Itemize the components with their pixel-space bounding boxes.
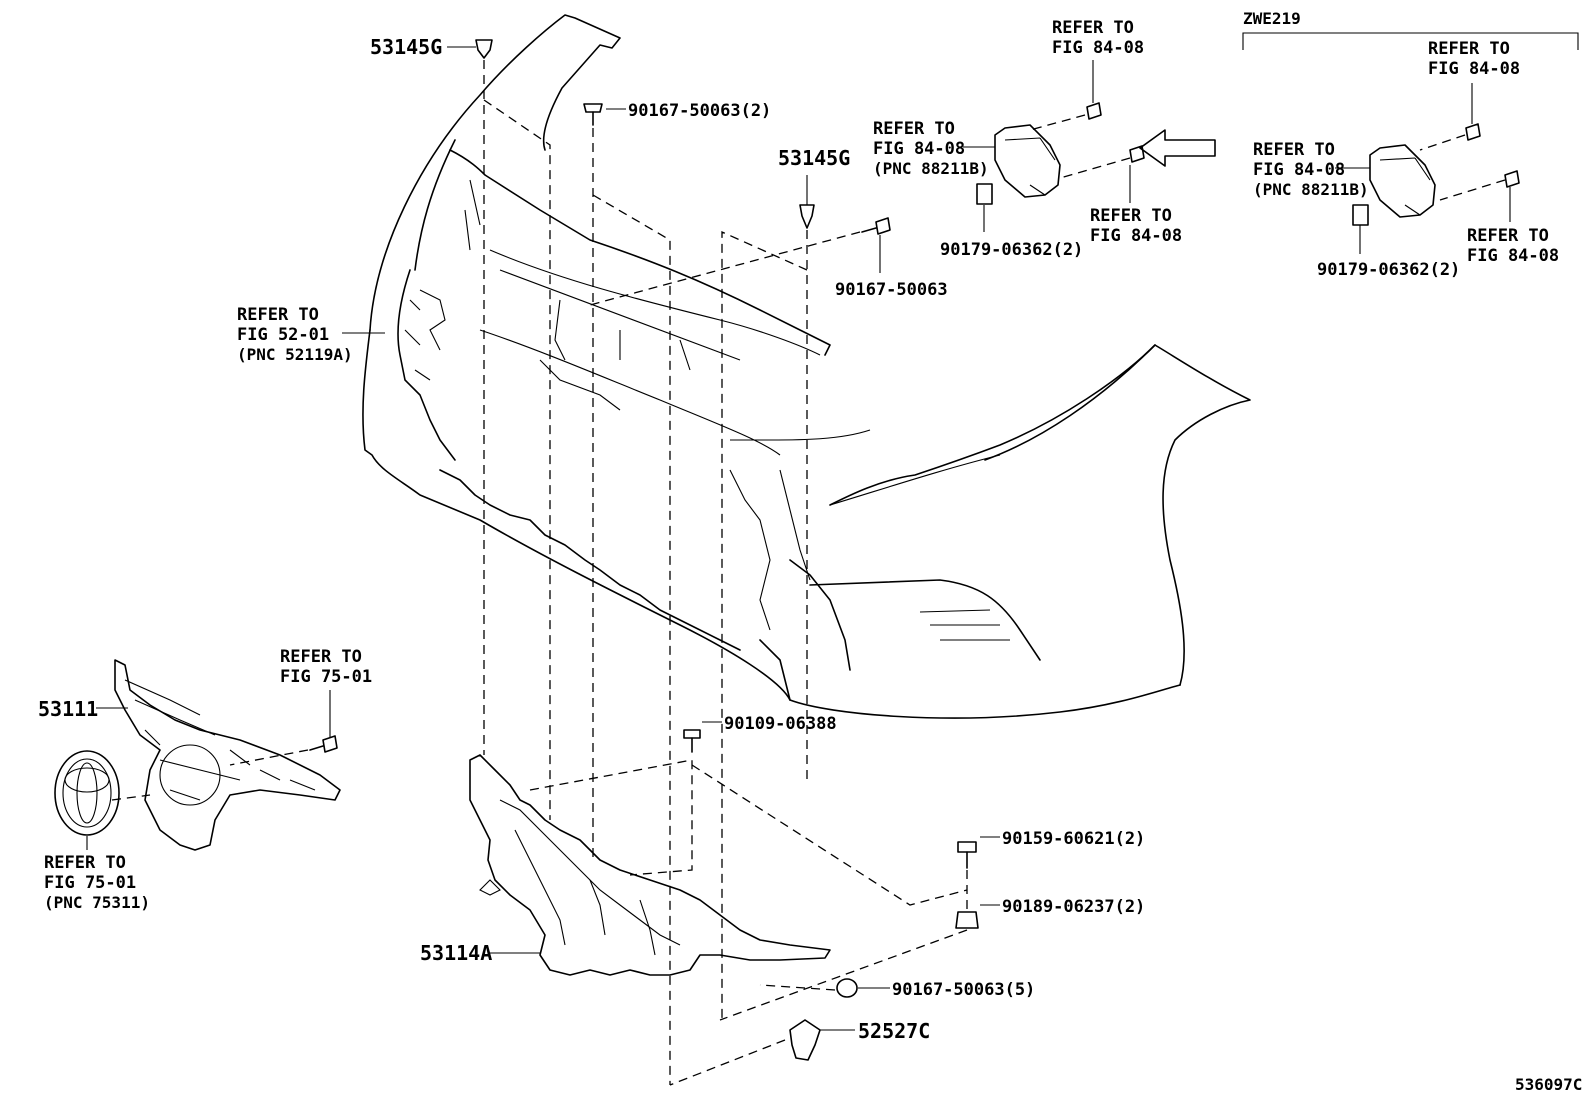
ref-fig-75-01-b: REFER TO FIG 75-01 (PNC 75311): [44, 853, 150, 912]
svg-text:REFER TO: REFER TO: [44, 853, 126, 873]
label-90167-mid: 90167-50063: [835, 280, 948, 300]
label-53145g-mid: 53145G: [778, 146, 850, 170]
ref-fig-75-01-a: REFER TO FIG 75-01: [280, 647, 372, 687]
ref-fig-84-08-a: REFER TO FIG 84-08: [1052, 18, 1144, 58]
variant-label: ZWE219: [1243, 9, 1301, 28]
bumper-retainer: [469, 754, 831, 976]
svg-text:(PNC 52119A): (PNC 52119A): [237, 345, 353, 364]
label-90159: 90159-60621(2): [1002, 829, 1145, 849]
label-53114a: 53114A: [420, 941, 492, 965]
svg-text:(PNC 75311): (PNC 75311): [44, 893, 150, 912]
sensor-module-right: [1352, 144, 1436, 226]
svg-text:FIG 84-08: FIG 84-08: [1428, 59, 1520, 79]
radiator-grille: [114, 659, 341, 851]
assembly-dashed-lines: [111, 60, 1506, 1086]
direction-arrow: [1139, 129, 1216, 167]
label-53145g-top: 53145G: [370, 35, 442, 59]
toyota-emblem: [54, 750, 120, 836]
svg-text:REFER TO: REFER TO: [1467, 226, 1549, 246]
svg-text:FIG 84-08: FIG 84-08: [1090, 226, 1182, 246]
svg-text:FIG 52-01: FIG 52-01: [237, 325, 329, 345]
svg-text:REFER TO: REFER TO: [237, 305, 319, 325]
svg-text:REFER TO: REFER TO: [1090, 206, 1172, 226]
svg-text:FIG 84-08: FIG 84-08: [1253, 160, 1345, 180]
svg-text:FIG 84-08: FIG 84-08: [1467, 246, 1559, 266]
svg-text:REFER TO: REFER TO: [873, 119, 955, 139]
small-fasteners: [309, 39, 1520, 1061]
ref-fig-84-08-f: REFER TO FIG 84-08: [1467, 226, 1559, 266]
leader-lines: [86, 32, 1579, 1031]
ref-fig-84-08-e: REFER TO FIG 84-08 (PNC 88211B): [1253, 140, 1369, 199]
ref-fig-84-08-c: REFER TO FIG 84-08: [1090, 206, 1182, 246]
ref-fig-84-08-d: REFER TO FIG 84-08: [1428, 39, 1520, 79]
ref-fig-52-01: REFER TO FIG 52-01 (PNC 52119A): [237, 305, 353, 364]
svg-text:REFER TO: REFER TO: [1052, 18, 1134, 38]
svg-text:(PNC 88211B): (PNC 88211B): [1253, 180, 1369, 199]
label-90109: 90109-06388: [724, 714, 837, 734]
ref-fig-84-08-b: REFER TO FIG 84-08 (PNC 88211B): [873, 119, 989, 178]
illustration-code: 536097C: [1515, 1075, 1582, 1094]
svg-text:FIG 75-01: FIG 75-01: [280, 667, 372, 687]
label-90167-bottom: 90167-50063(5): [892, 980, 1035, 1000]
svg-text:REFER TO: REFER TO: [280, 647, 362, 667]
label-90189: 90189-06237(2): [1002, 897, 1145, 917]
svg-text:(PNC 88211B): (PNC 88211B): [873, 159, 989, 178]
svg-text:FIG 75-01: FIG 75-01: [44, 873, 136, 893]
sensor-module-left: [976, 124, 1061, 205]
label-53111: 53111: [38, 697, 98, 721]
label-52527c: 52527C: [858, 1019, 930, 1043]
label-90167-top: 90167-50063(2): [628, 101, 771, 121]
label-90179-b: 90179-06362(2): [1317, 260, 1460, 280]
label-90179-a: 90179-06362(2): [940, 240, 1083, 260]
svg-text:REFER TO: REFER TO: [1253, 140, 1335, 160]
front-bumper-cover: [362, 14, 1251, 719]
svg-text:FIG 84-08: FIG 84-08: [1052, 38, 1144, 58]
svg-text:FIG 84-08: FIG 84-08: [873, 139, 965, 159]
svg-text:REFER TO: REFER TO: [1428, 39, 1510, 59]
